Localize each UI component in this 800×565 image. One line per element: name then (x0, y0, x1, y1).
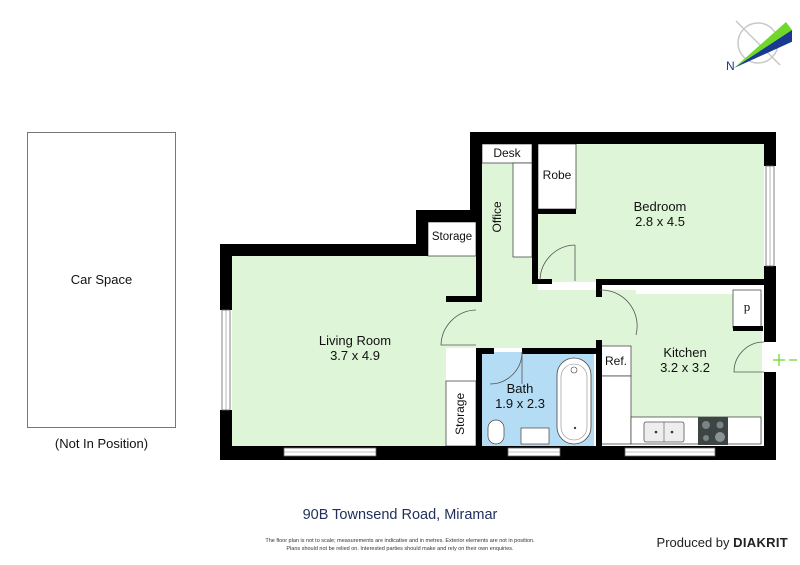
bath-name: Bath (506, 381, 534, 396)
kitchen-dims: 3.2 x 3.2 (660, 359, 710, 375)
compass-rose-icon (734, 20, 792, 68)
north-label: N (726, 59, 735, 73)
entry-marker-icon (773, 354, 797, 366)
produced-by-text: Produced by (656, 535, 730, 550)
bedroom-dims: 2.8 x 4.5 (635, 213, 685, 229)
bath-dims: 1.9 x 2.3 (495, 395, 545, 411)
disclaimer: The floor plan is not to scale; measurem… (0, 537, 800, 554)
disclaimer-line-2: Plans should not be relied on. Intereste… (286, 546, 514, 553)
living-room-dims: 3.7 x 4.9 (330, 347, 380, 363)
bedroom-name: Bedroom (633, 199, 687, 214)
pantry-label: p (743, 299, 751, 314)
compass: N (722, 10, 792, 80)
office-label: Office (490, 201, 505, 233)
bath-label: Bath 1.9 x 2.3 (488, 381, 552, 412)
car-space-label: Car Space (70, 272, 133, 287)
living-room-label: Living Room 3.7 x 4.9 (300, 333, 410, 364)
car-space-outline (27, 132, 176, 428)
kitchen-label: Kitchen 3.2 x 3.2 (635, 345, 735, 376)
bedroom-label: Bedroom 2.8 x 4.5 (610, 199, 710, 230)
living-room-name: Living Room (318, 333, 392, 348)
brand-logo: DIAKRIT (733, 535, 788, 550)
producer-credit: Produced by DIAKRIT (657, 535, 788, 550)
disclaimer-line-1: The floor plan is not to scale; measurem… (265, 538, 535, 544)
storage-side-label: Storage (453, 392, 468, 435)
car-space-note: (Not In Position) (54, 436, 149, 451)
storage-top-label: Storage (431, 231, 473, 243)
robe-label: Robe (542, 168, 572, 182)
kitchen-name: Kitchen (663, 345, 707, 360)
ref-label: Ref. (604, 354, 627, 368)
desk-label: Desk (493, 146, 521, 160)
property-address: 90B Townsend Road, Miramar (302, 507, 498, 523)
